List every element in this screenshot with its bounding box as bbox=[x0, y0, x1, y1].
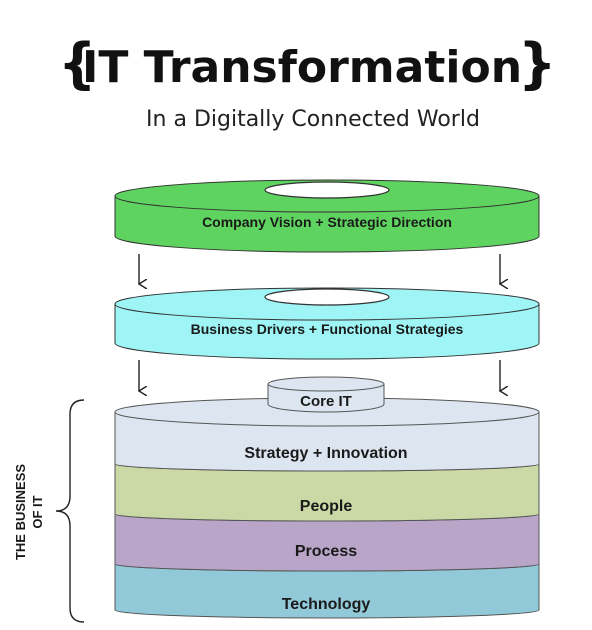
title-brace-open: { bbox=[58, 32, 96, 95]
vision-disc-label: Company Vision + Strategic Direction bbox=[202, 214, 452, 230]
side-label-line1: THE BUSINESS bbox=[13, 464, 28, 560]
drivers-disc-hole bbox=[264, 288, 390, 306]
page-title: IT Transformation bbox=[82, 42, 522, 93]
curly-brace-icon bbox=[55, 399, 85, 623]
title-brace-close: } bbox=[518, 32, 556, 95]
side-label-line2: OF IT bbox=[30, 495, 45, 528]
page-subtitle: In a Digitally Connected World bbox=[146, 107, 480, 132]
drivers-disc: Business Drivers + Functional Strategies bbox=[114, 287, 540, 360]
vision-disc-hole bbox=[264, 181, 390, 199]
layer-people-label: People bbox=[300, 498, 353, 515]
vision-disc: Company Vision + Strategic Direction bbox=[114, 179, 540, 253]
core-it-cylinder: Core IT bbox=[267, 376, 385, 413]
core-it-label: Core IT bbox=[300, 393, 352, 410]
drivers-disc-label: Business Drivers + Functional Strategies bbox=[191, 321, 464, 337]
layer-strategy bbox=[114, 411, 540, 472]
layer-strategy-label: Strategy + Innovation bbox=[244, 445, 407, 462]
layer-technology-label: Technology bbox=[282, 596, 371, 613]
layer-process-label: Process bbox=[295, 543, 357, 560]
